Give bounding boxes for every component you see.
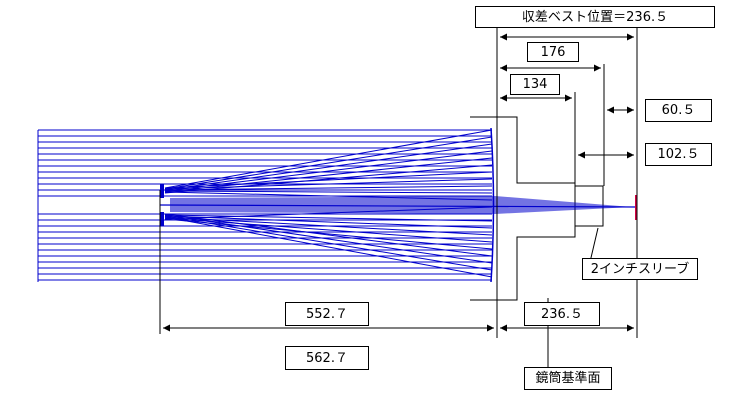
converging-beam: [170, 196, 632, 214]
dim-60-5-label: 60.５: [645, 99, 712, 122]
reflected-ray: [164, 185, 493, 191]
reflected-ray: [164, 164, 493, 194]
sleeve-leader: [589, 227, 599, 263]
reflected-ray: [164, 150, 493, 192]
reflected-ray: [164, 129, 493, 189]
secondary-mirror-lower: [160, 212, 164, 226]
reflected-ray: [164, 178, 493, 190]
dim-134-label: 134: [510, 74, 560, 95]
reflected-ray: [164, 213, 493, 257]
reflected-ray: [164, 171, 493, 189]
reflected-ray: [164, 143, 493, 191]
best-position-label: 収差ベスト位置＝236.５: [475, 6, 715, 28]
dim-176-label: 176: [527, 42, 579, 62]
reflected-ray: [164, 190, 493, 194]
reflected-ray: [164, 216, 493, 236]
dim-552-7-label: 552.７: [285, 302, 369, 326]
optical-axis: [159, 204, 637, 208]
reflected-ray: [164, 218, 493, 250]
reflected-ray: [164, 217, 493, 243]
converging-ray-fan: [164, 129, 493, 278]
reflected-ray: [164, 215, 493, 271]
reflected-ray: [164, 214, 493, 222]
reflected-ray: [164, 216, 493, 278]
dim-102-5-label: 102.５: [645, 143, 712, 166]
reflected-ray: [164, 215, 493, 229]
reflected-ray: [164, 157, 493, 193]
secondary-mirror-upper: [160, 184, 164, 198]
dim-236-5-label: 236.５: [524, 302, 600, 326]
reflected-ray: [164, 214, 493, 264]
dim-562-7-label: 562.７: [285, 346, 369, 370]
reflected-ray: [164, 136, 493, 190]
sleeve-label: 2インチスリーブ: [582, 258, 698, 280]
tube-reference-label: 鏡筒基準面: [524, 367, 612, 390]
